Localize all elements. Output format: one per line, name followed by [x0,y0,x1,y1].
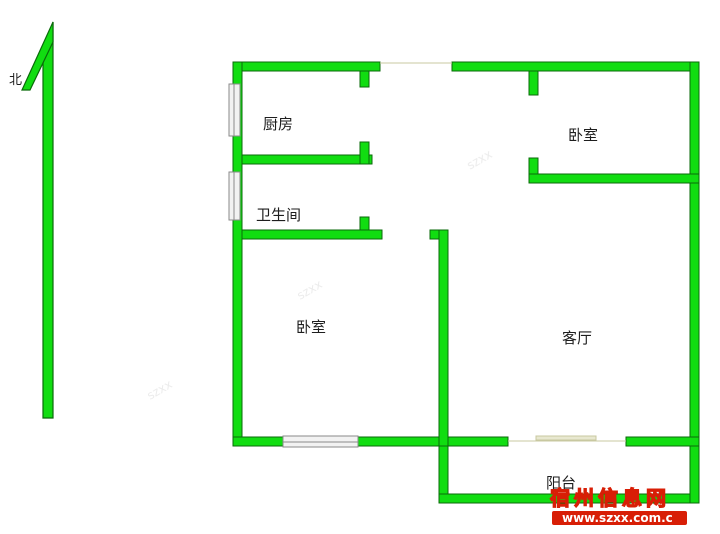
living-room-label: 客厅 [562,329,592,347]
watermark-url-band [552,511,687,525]
bathroom-label: 卫生间 [256,206,301,224]
bedroom-ne-label: 卧室 [568,126,598,144]
balcony-label: 阳台 [546,474,576,492]
svg-text:szxx: szxx [295,277,325,303]
windows [228,62,626,448]
watermark-url: www.szxx.com.c [562,511,673,525]
balcony-door [508,435,626,442]
svg-text:szxx: szxx [145,377,175,403]
kitchen-window [228,83,241,137]
north-arrow: 北 [9,21,54,419]
watermark-title: 宿州信息网 [550,486,670,510]
bedroom-window [282,435,359,448]
svg-text:szxx: szxx [465,147,495,173]
kitchen-label: 厨房 [263,115,293,133]
walls [232,61,700,504]
bedroom-sw-label: 卧室 [296,318,326,336]
north-label: 北 [9,73,22,88]
bathroom-window [228,171,241,221]
site-watermark-logo: 宿州信息网 www.szxx.com.c [549,485,687,525]
